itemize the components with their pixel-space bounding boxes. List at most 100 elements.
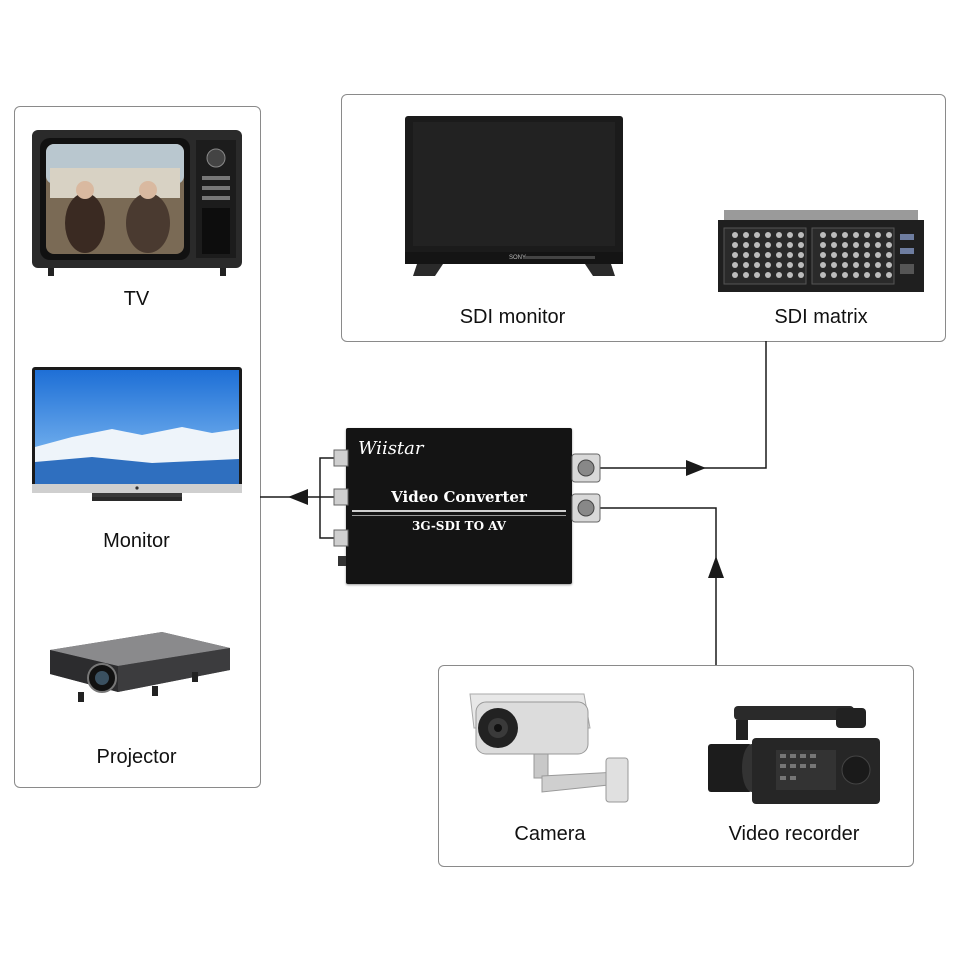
matrix-port-dot bbox=[765, 272, 771, 278]
matrix-port-dot bbox=[886, 232, 892, 238]
converter-divider bbox=[352, 510, 566, 512]
matrix-port-dot bbox=[842, 252, 848, 258]
matrix-port-dot bbox=[743, 252, 749, 258]
tv-label: TV bbox=[123, 288, 150, 310]
matrix-port-dot bbox=[798, 262, 804, 268]
matrix-port-dot bbox=[754, 272, 760, 278]
video-recorder-image bbox=[708, 706, 880, 804]
rca-connector-1 bbox=[333, 449, 349, 467]
arrow-up-icon bbox=[708, 556, 724, 578]
matrix-port-dot bbox=[743, 272, 749, 278]
matrix-port-dot bbox=[831, 252, 837, 258]
matrix-port-dot bbox=[886, 272, 892, 278]
rca-connector-3 bbox=[333, 529, 349, 547]
matrix-port-dot bbox=[853, 262, 859, 268]
wire-sdi-in bbox=[600, 507, 717, 665]
matrix-port-dot bbox=[798, 272, 804, 278]
matrix-port-dot bbox=[875, 242, 881, 248]
camera-image bbox=[469, 693, 629, 803]
matrix-port-dot bbox=[831, 272, 837, 278]
sdi-matrix-image bbox=[718, 210, 924, 292]
matrix-port-dot bbox=[743, 232, 749, 238]
converter-subtitle: 3G-SDI TO AV bbox=[412, 519, 506, 533]
sdi-matrix-label: SDI matrix bbox=[774, 306, 868, 328]
converter-title: Video Converter bbox=[391, 488, 527, 506]
matrix-port-dot bbox=[842, 272, 848, 278]
monitor-label: Monitor bbox=[103, 530, 170, 552]
matrix-port-dot bbox=[864, 232, 870, 238]
video-converter: Wiistar Video Converter 3G-SDI TO AV bbox=[346, 428, 572, 584]
camera-label: Camera bbox=[514, 823, 586, 845]
wire-sdi-out bbox=[600, 341, 767, 469]
matrix-port-dot bbox=[831, 262, 837, 268]
matrix-port-dot bbox=[820, 272, 826, 278]
matrix-port-dot bbox=[754, 262, 760, 268]
matrix-port-dot bbox=[754, 232, 760, 238]
matrix-port-dot bbox=[776, 262, 782, 268]
matrix-port-dot bbox=[842, 242, 848, 248]
matrix-port-dot bbox=[743, 262, 749, 268]
sdi-monitor-brand: SONY bbox=[509, 255, 526, 261]
converter-brand: Wiistar bbox=[358, 438, 424, 459]
matrix-port-dot bbox=[787, 232, 793, 238]
matrix-port-dot bbox=[864, 242, 870, 248]
power-port bbox=[338, 556, 346, 566]
matrix-port-dot bbox=[765, 252, 771, 258]
matrix-port-dot bbox=[875, 252, 881, 258]
matrix-port-dot bbox=[853, 232, 859, 238]
matrix-port-dot bbox=[853, 242, 859, 248]
matrix-port-dot bbox=[820, 252, 826, 258]
matrix-port-dot bbox=[776, 232, 782, 238]
matrix-port-dot bbox=[776, 272, 782, 278]
matrix-port-dot bbox=[732, 272, 738, 278]
matrix-port-dot bbox=[886, 252, 892, 258]
matrix-port-dot bbox=[864, 262, 870, 268]
matrix-port-dot bbox=[831, 242, 837, 248]
matrix-port-dot bbox=[787, 272, 793, 278]
matrix-port-dot bbox=[798, 242, 804, 248]
matrix-port-dot bbox=[886, 242, 892, 248]
projector-label: Projector bbox=[96, 746, 177, 768]
projector-image bbox=[50, 632, 230, 702]
matrix-port-dot bbox=[820, 232, 826, 238]
converter-divider-2 bbox=[352, 515, 566, 516]
matrix-port-dot bbox=[787, 252, 793, 258]
matrix-port-dot bbox=[754, 242, 760, 248]
matrix-port-dot bbox=[831, 232, 837, 238]
video-recorder-label: Video recorder bbox=[728, 823, 860, 845]
matrix-port-dot bbox=[765, 242, 771, 248]
matrix-port-dot bbox=[798, 252, 804, 258]
rca-connector-2 bbox=[333, 488, 349, 506]
matrix-port-dot bbox=[875, 232, 881, 238]
sdi-monitor-label: SDI monitor bbox=[459, 306, 566, 328]
matrix-port-dot bbox=[798, 232, 804, 238]
matrix-port-dot bbox=[842, 232, 848, 238]
matrix-port-dot bbox=[886, 262, 892, 268]
sdi-monitor-image: SONY bbox=[405, 116, 623, 276]
matrix-port-dot bbox=[820, 242, 826, 248]
matrix-port-dot bbox=[776, 242, 782, 248]
matrix-port-dot bbox=[875, 262, 881, 268]
matrix-port-dot bbox=[875, 272, 881, 278]
matrix-port-dot bbox=[853, 252, 859, 258]
matrix-port-dot bbox=[765, 232, 771, 238]
matrix-port-dot bbox=[853, 272, 859, 278]
matrix-port-dot bbox=[732, 242, 738, 248]
matrix-port-dot bbox=[732, 262, 738, 268]
matrix-port-dot bbox=[787, 262, 793, 268]
matrix-port-dot bbox=[842, 262, 848, 268]
arrow-left-icon bbox=[288, 489, 308, 505]
matrix-port-dot bbox=[864, 272, 870, 278]
matrix-port-dot bbox=[754, 252, 760, 258]
matrix-port-dot bbox=[787, 242, 793, 248]
matrix-port-dot bbox=[732, 252, 738, 258]
matrix-port-dot bbox=[864, 252, 870, 258]
matrix-port-dot bbox=[732, 232, 738, 238]
matrix-port-dot bbox=[820, 262, 826, 268]
matrix-port-dot bbox=[776, 252, 782, 258]
tv-image bbox=[32, 130, 242, 276]
monitor-image bbox=[32, 367, 242, 501]
matrix-port-dot bbox=[743, 242, 749, 248]
